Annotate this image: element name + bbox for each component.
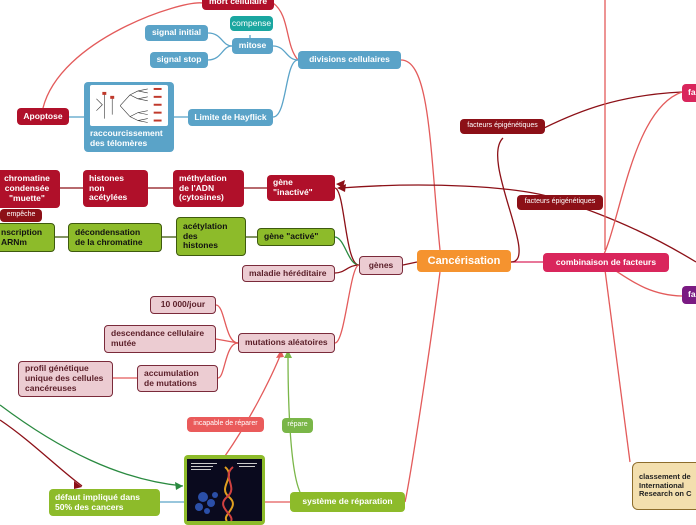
defaut-implique-node[interactable]: défaut impliqué dans 50% des cancers xyxy=(49,489,160,516)
signal-stop-node[interactable]: signal stop xyxy=(150,52,208,68)
compense-label: compense xyxy=(230,16,273,31)
classement-iarc-node[interactable]: classement de International Research on … xyxy=(632,462,696,510)
accumulation-mutations-node[interactable]: accumulation de mutations xyxy=(137,365,218,392)
repare-label: répare xyxy=(282,418,313,433)
raccourcissement-label: raccourcissement des télomères xyxy=(90,128,163,149)
chromatine-condensee-node[interactable]: chromatine condensée "muette" xyxy=(0,170,60,208)
genes-node[interactable]: gènes xyxy=(359,256,403,275)
transcription-arnm-node[interactable]: nscription ARNm xyxy=(0,223,55,252)
empeche-label: empêche xyxy=(0,209,42,222)
facteurs-node-top[interactable]: fa xyxy=(682,84,696,102)
apoptose-node[interactable]: Apoptose xyxy=(17,108,69,125)
facteurs-epigenetiques-label-1: facteurs épigénétiques xyxy=(460,119,545,134)
limite-hayflick-node[interactable]: Limite de Hayflick xyxy=(188,109,273,126)
cancerisation-central-node[interactable]: Cancérisation xyxy=(417,250,511,272)
facteurs-node-mid[interactable]: fa xyxy=(682,286,696,304)
reparation-image-node[interactable] xyxy=(184,455,265,525)
methylation-adn-node[interactable]: méthylation de l'ADN (cytosines) xyxy=(173,170,244,207)
dix-mille-par-jour-node[interactable]: 10 000/jour xyxy=(150,296,216,314)
histones-non-acetylees-node[interactable]: histones non acétylées xyxy=(83,170,148,207)
divisions-cellulaires-node[interactable]: divisions cellulaires xyxy=(298,51,401,69)
combinaison-facteurs-node[interactable]: combinaison de facteurs xyxy=(543,253,669,272)
gene-inactive-node[interactable]: gène "inactivé" xyxy=(267,175,335,201)
decondensation-chromatine-node[interactable]: décondensation de la chromatine xyxy=(68,223,162,252)
mutations-aleatoires-node[interactable]: mutations aléatoires xyxy=(238,333,335,353)
mort-cellulaire-node[interactable]: mort cellulaire xyxy=(202,0,274,10)
maladie-hereditaire-node[interactable]: maladie héréditaire xyxy=(242,265,335,282)
telomere-diagram-image xyxy=(90,85,168,127)
incapable-reparer-label: incapable de réparer xyxy=(187,417,264,432)
gene-active-node[interactable]: gène "activé" xyxy=(257,228,335,246)
signal-initial-node[interactable]: signal initial xyxy=(145,25,208,41)
systeme-reparation-node[interactable]: système de réparation xyxy=(290,492,405,512)
acetylation-histones-node[interactable]: acétylation des histones xyxy=(176,217,246,256)
dna-repair-image xyxy=(187,459,262,521)
mitose-node[interactable]: mitose xyxy=(232,38,273,54)
facteurs-epigenetiques-label-2: facteurs épigénétiques xyxy=(517,195,603,210)
descendance-cellulaire-node[interactable]: descendance cellulaire mutée xyxy=(104,325,216,353)
raccourcissement-telomeres-node[interactable]: raccourcissement des télomères xyxy=(84,82,174,152)
profil-genetique-node[interactable]: profil génétique unique des cellules can… xyxy=(18,361,113,397)
